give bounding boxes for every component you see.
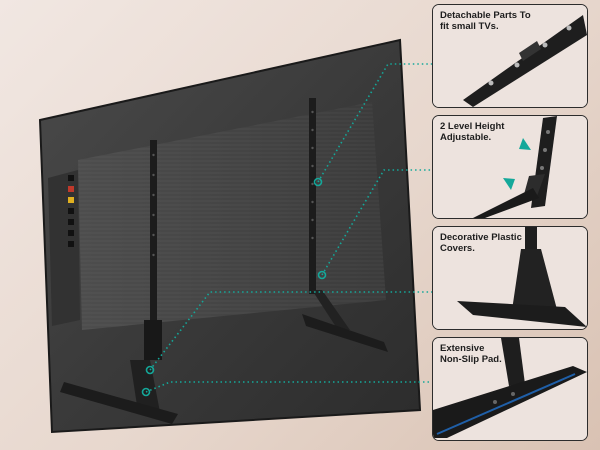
height-adjust-arrows-icon bbox=[433, 116, 587, 218]
right-stand bbox=[302, 98, 388, 352]
callout-detachable-parts: Detachable Parts To fit small TVs. bbox=[432, 4, 588, 108]
detachable-bracket-icon bbox=[433, 5, 587, 107]
callout-label: Detachable Parts To fit small TVs. bbox=[440, 10, 531, 32]
callout-height-adjustable: 2 Level Height Adjustable. bbox=[432, 115, 588, 219]
non-slip-pad-icon bbox=[433, 338, 587, 440]
plastic-cover-icon bbox=[433, 227, 587, 329]
callout-label: 2 Level Height Adjustable. bbox=[440, 121, 505, 143]
tv-back bbox=[38, 38, 422, 434]
tv-side-buttons bbox=[68, 175, 74, 247]
callout-connectors bbox=[145, 63, 432, 393]
left-stand bbox=[60, 140, 178, 424]
callout-label: Decorative Plastic Covers. bbox=[440, 232, 522, 254]
callout-label: Extensive Non-Slip Pad. bbox=[440, 343, 502, 365]
callout-markers bbox=[141, 177, 327, 397]
callout-plastic-covers: Decorative Plastic Covers. bbox=[432, 226, 588, 330]
callout-non-slip-pad: Extensive Non-Slip Pad. bbox=[432, 337, 588, 441]
